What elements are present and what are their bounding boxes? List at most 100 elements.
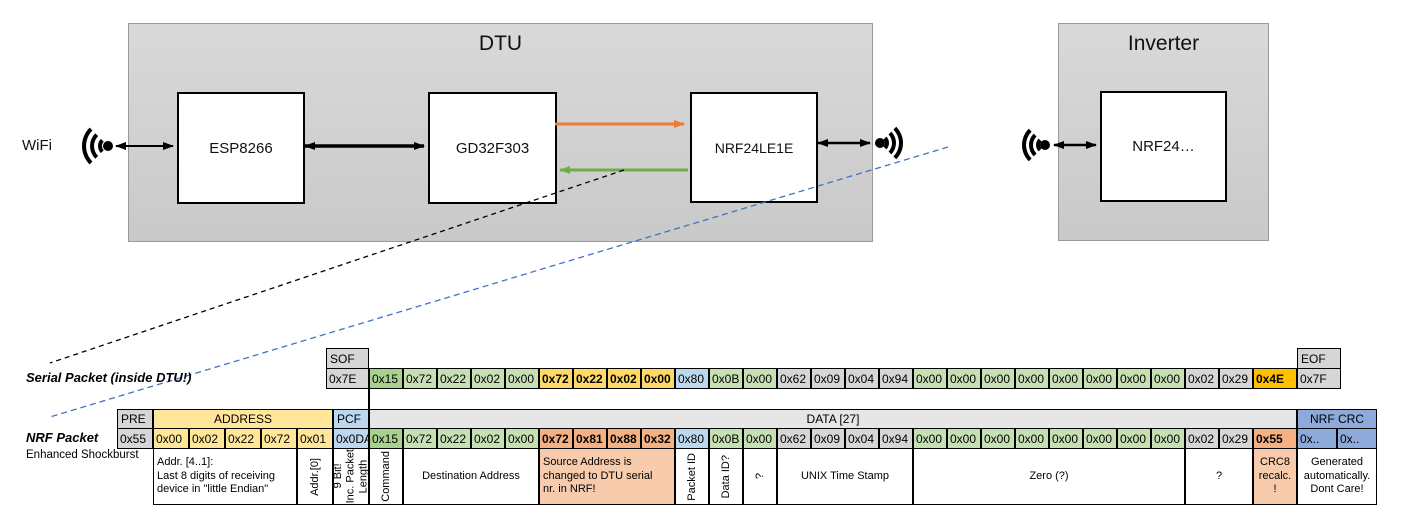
- annotation-vertical-text: Data ID?: [719, 454, 732, 499]
- byte-cell: 0x32: [641, 428, 675, 449]
- byte-cell: 0x04: [845, 428, 879, 449]
- byte-cell: 0x00: [947, 428, 981, 449]
- wifi-dot: [875, 138, 885, 148]
- byte-cell: 0x00: [1083, 368, 1117, 389]
- byte-cell: 0x00: [743, 428, 777, 449]
- annotation-cell: Data ID?: [709, 448, 743, 505]
- byte-cell: 0x72: [261, 428, 297, 449]
- byte-cell: 0x0B: [709, 368, 743, 389]
- section-header: SOF: [326, 348, 369, 369]
- byte-cell: 0x29: [1219, 428, 1253, 449]
- annotation-cell: Command: [369, 448, 403, 505]
- byte-cell: 0x22: [437, 428, 471, 449]
- byte-cell: 0x88: [607, 428, 641, 449]
- annotation-vertical-text: Command: [379, 451, 392, 502]
- byte-cell: 0x02: [471, 368, 505, 389]
- byte-cell: 0x00: [981, 368, 1015, 389]
- annotation-cell: UNIX Time Stamp: [777, 448, 913, 505]
- byte-cell: 0x62: [777, 428, 811, 449]
- section-header: PRE: [117, 409, 153, 429]
- byte-cell: 0x0B: [709, 428, 743, 449]
- wifi-dot: [1040, 140, 1050, 150]
- byte-cell: 0x4E: [1253, 368, 1297, 389]
- byte-cell: 0x02: [189, 428, 225, 449]
- byte-cell: 0x00: [1117, 428, 1151, 449]
- annotation-cell: Addr.[0]: [297, 448, 333, 505]
- serial-packet-label: Serial Packet (inside DTU!): [26, 370, 192, 385]
- section-header: DATA [27]: [369, 409, 1297, 429]
- byte-cell: 0x72: [403, 368, 437, 389]
- annotation-cell: CRC8 recalc. !: [1253, 448, 1297, 505]
- byte-cell: 0x..: [1337, 428, 1377, 449]
- wifi-arc: [1022, 122, 1068, 168]
- byte-cell: 0x7F: [1297, 368, 1341, 389]
- byte-cell: 0x00: [1083, 428, 1117, 449]
- byte-cell: 0x72: [403, 428, 437, 449]
- byte-cell: 0x55: [117, 428, 153, 449]
- byte-cell: 0x00: [1117, 368, 1151, 389]
- byte-cell: 0x22: [437, 368, 471, 389]
- nrf-packet-label: NRF Packet: [26, 430, 99, 445]
- byte-cell: 0x00: [505, 428, 539, 449]
- byte-cell: 0x00: [153, 428, 189, 449]
- enhanced-shockburst-label: Enhanced Shockburst: [26, 449, 139, 461]
- byte-cell: 0x94: [879, 428, 913, 449]
- wifi-label: WiFi: [22, 137, 52, 154]
- byte-cell: 0x09: [811, 428, 845, 449]
- wifi-arc: [857, 120, 903, 166]
- annotation-vertical-text: 9 Bit! Inc. Packet Length: [333, 449, 369, 504]
- section-header: PCF: [333, 409, 369, 429]
- byte-cell: 0x01: [297, 428, 333, 449]
- section-header: NRF CRC: [1297, 409, 1377, 429]
- byte-cell: 0x00: [505, 368, 539, 389]
- byte-cell: 0x02: [1185, 368, 1219, 389]
- byte-cell: 0x00: [981, 428, 1015, 449]
- chip-nrf24-inverter-label: NRF24…: [1132, 138, 1195, 155]
- byte-cell: 0x02: [1185, 428, 1219, 449]
- byte-cell: 0x02: [607, 368, 641, 389]
- annotation-cell: Generated automatically. Dont Care!: [1297, 448, 1377, 505]
- byte-cell: 0x72: [539, 428, 573, 449]
- inverter-title: Inverter: [1127, 32, 1200, 55]
- byte-cell: 0x22: [573, 368, 607, 389]
- byte-cell: 0x04: [845, 368, 879, 389]
- byte-cell: 0x00: [1049, 428, 1083, 449]
- byte-cell: 0x00: [1151, 428, 1185, 449]
- annotation-cell: ?: [1185, 448, 1253, 505]
- annotation-cell: ?: [743, 448, 777, 505]
- byte-cell: 0x00: [1151, 368, 1185, 389]
- byte-cell: 0x00: [743, 368, 777, 389]
- chip-nrf24-inverter: NRF24…: [1100, 91, 1227, 202]
- annotation-vertical-text: ?: [753, 473, 766, 480]
- annotation-cell: Packet ID: [675, 448, 709, 505]
- annotation-cell: Destination Address: [403, 448, 539, 505]
- annotation-vertical-text: Addr.[0]: [308, 457, 321, 496]
- byte-cell: 0x00: [1049, 368, 1083, 389]
- byte-cell: 0x02: [471, 428, 505, 449]
- byte-cell: 0x00: [641, 368, 675, 389]
- byte-cell: 0x22: [225, 428, 261, 449]
- chip-gd32f303-label: GD32F303: [455, 139, 530, 157]
- chip-esp8266-label: ESP8266: [209, 139, 273, 157]
- table-connector-line: [368, 387, 370, 410]
- dtu-title: DTU: [478, 32, 523, 55]
- annotation-cell: Zero (?): [913, 448, 1185, 505]
- byte-cell: 0x80: [675, 428, 709, 449]
- byte-cell: 0x..: [1297, 428, 1337, 449]
- annotation-vertical-text: Packet ID: [685, 452, 698, 501]
- wifi-dot: [103, 141, 113, 151]
- annotation-cell: Addr. [4..1]: Last 8 digits of receiving…: [153, 448, 297, 505]
- chip-nrf24le1e-label: NRF24LE1E: [714, 139, 794, 156]
- chip-nrf24le1e: NRF24LE1E: [690, 92, 818, 203]
- section-header: ADDRESS: [153, 409, 333, 429]
- byte-cell: 0x80: [675, 368, 709, 389]
- chip-esp8266: ESP8266: [177, 92, 305, 204]
- byte-cell: 0x15: [369, 428, 403, 449]
- byte-cell: 0x09: [811, 368, 845, 389]
- byte-cell: 0x29: [1219, 368, 1253, 389]
- section-header: EOF: [1297, 348, 1341, 369]
- byte-cell: 0x81: [573, 428, 607, 449]
